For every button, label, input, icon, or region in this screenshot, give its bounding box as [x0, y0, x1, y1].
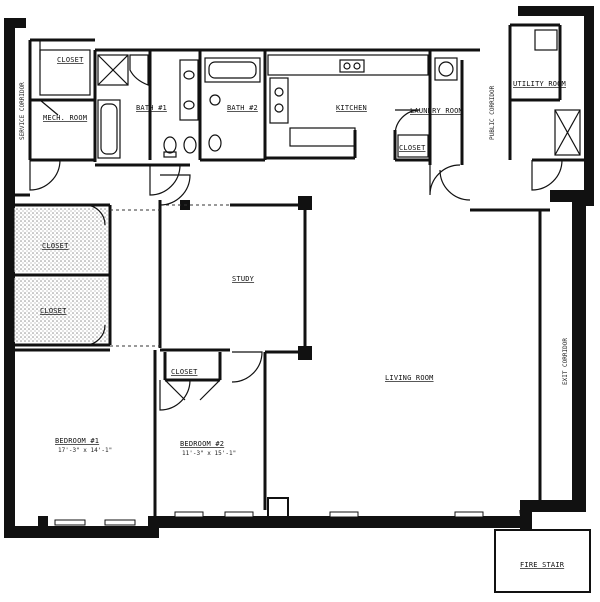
- label-exit-corridor: EXIT CORRIDOR: [562, 338, 569, 385]
- label-closet-lower: CLOSET: [40, 307, 67, 315]
- label-closet-upper: CLOSET: [42, 242, 69, 250]
- label-service-corridor: SERVICE CORRIDOR: [19, 82, 26, 140]
- closet-hatching: [14, 208, 108, 342]
- label-bedroom-1: BEDROOM #1: [55, 437, 99, 445]
- fire-stair-box: [494, 529, 591, 593]
- interior-walls: [12, 23, 585, 520]
- label-bath-2: BATH #2: [227, 104, 258, 112]
- label-mech-room: MECH. ROOM: [43, 114, 87, 122]
- label-bath-1: BATH #1: [136, 104, 167, 112]
- label-fire-stair: FIRE STAIR: [520, 561, 565, 569]
- label-study: STUDY: [232, 275, 255, 283]
- label-utility-room: UTILITY ROOM: [513, 80, 566, 88]
- exterior-walls: [4, 6, 594, 538]
- label-closet-top-left: CLOSET: [57, 56, 84, 64]
- label-bedroom-2-dims: 11'-3" x 15'-1": [182, 450, 236, 457]
- wall-piers: [38, 190, 572, 528]
- room-labels: LIVING ROOM KITCHEN STUDY BEDROOM #1 17'…: [19, 56, 569, 569]
- windows: [54, 511, 484, 526]
- label-closet-small: CLOSET: [399, 144, 426, 152]
- doors: [29, 40, 563, 536]
- label-bedroom-2: BEDROOM #2: [180, 440, 224, 448]
- dashed-lines: [110, 204, 230, 347]
- label-kitchen: KITCHEN: [336, 104, 367, 112]
- label-public-corridor: PUBLIC CORRIDOR: [489, 85, 496, 140]
- fixtures: [39, 29, 581, 159]
- label-living-room: LIVING ROOM: [385, 374, 434, 382]
- label-laundry-room: LAUNDRY ROOM: [410, 107, 463, 115]
- label-bedroom-1-dims: 17'-3" x 14'-1": [58, 447, 112, 454]
- label-closet-bed2: CLOSET: [171, 368, 198, 376]
